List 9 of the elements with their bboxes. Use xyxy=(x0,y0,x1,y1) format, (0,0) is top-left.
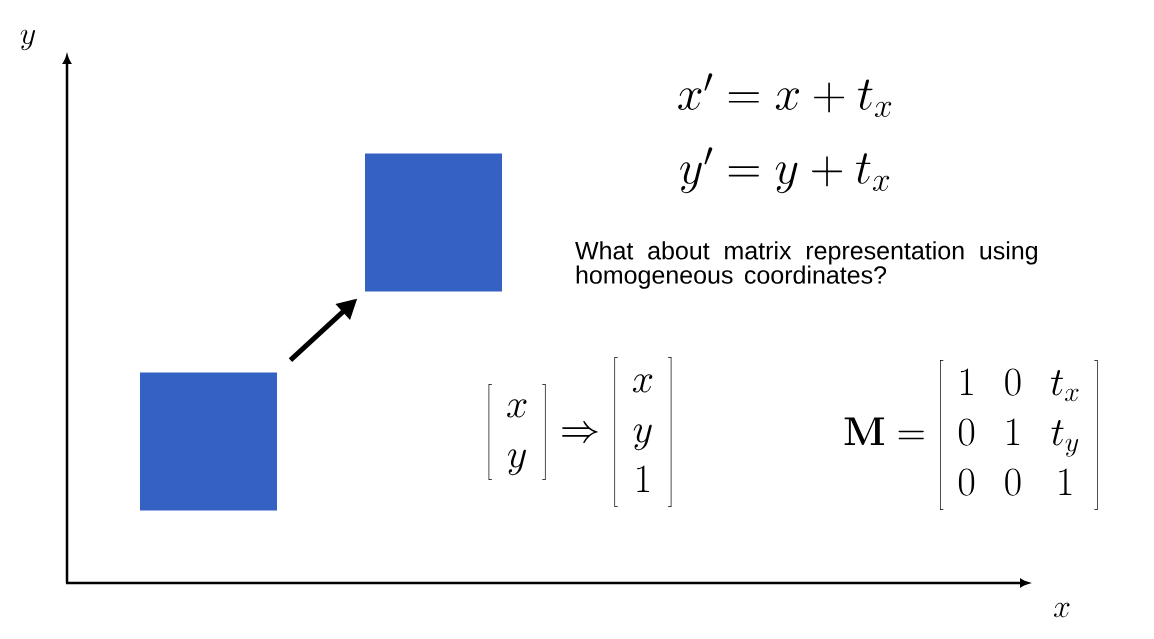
axis-label: $x$ xyxy=(1054,602,1070,618)
axis-label: $y$ xyxy=(20,29,36,51)
square xyxy=(365,153,502,292)
matrix-equation: $\mathbf{M} = \left[\begin{array}{ccc} 1 & 0 & t_x \\ 0 & 1 & t_y \\ 0 & 0 & 1 \end{array}\right]$ xyxy=(844,360,1098,510)
equation: $x' = x + t_x$ xyxy=(678,73,892,117)
question-text: What about matrix representation using homogeneous coordinates? xyxy=(575,241,1037,289)
square xyxy=(140,372,277,511)
matrix-equation: $\left[\begin{array}{c} x \\ y \end{array}\right] \Rightarrow \left[\begin{array}{c} x \\ y \\ 1 \end{array}\right]$ xyxy=(488,357,672,507)
equation: $y' = y + t_x$ xyxy=(680,147,890,194)
